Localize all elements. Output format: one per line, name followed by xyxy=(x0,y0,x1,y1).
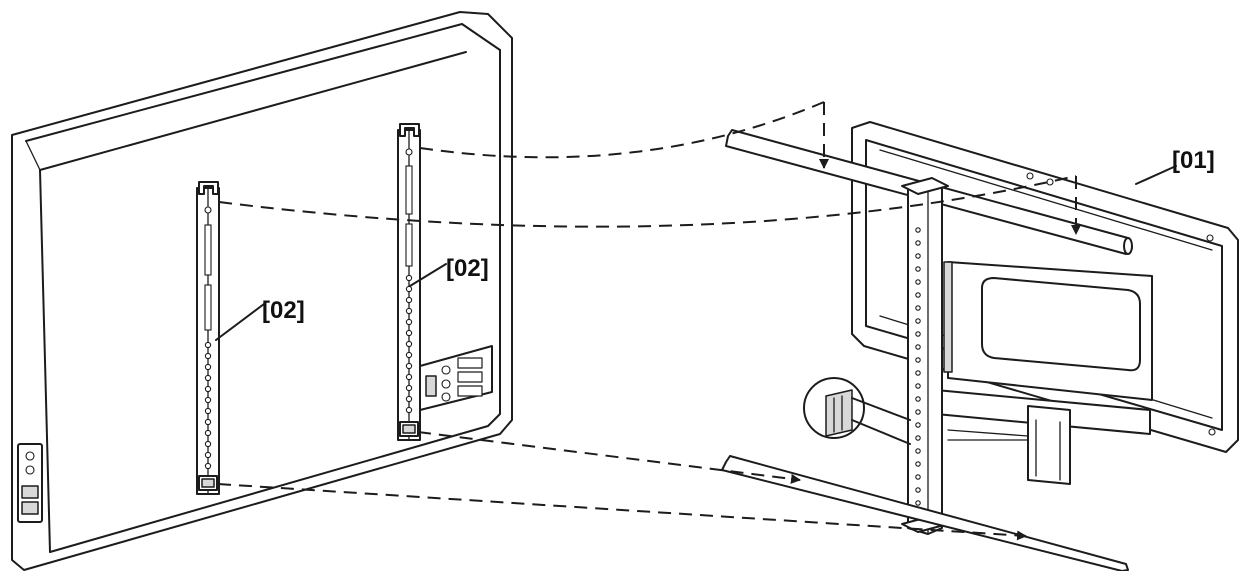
mounting-hole xyxy=(204,451,212,459)
left-bracket xyxy=(196,181,220,495)
tv-input-panel xyxy=(419,345,493,411)
callout-01: [01] xyxy=(1135,147,1215,185)
tv-back xyxy=(11,11,513,571)
mounting-hole xyxy=(915,474,921,480)
mounting-hole xyxy=(915,487,921,493)
guide-lines xyxy=(217,101,1081,541)
mounting-hole xyxy=(405,307,413,315)
mounting-hole xyxy=(204,374,212,382)
mounting-hole xyxy=(915,227,921,233)
mounting-hole xyxy=(915,305,921,311)
mounting-hole xyxy=(915,266,921,272)
right-bracket xyxy=(397,123,421,441)
mounting-hole xyxy=(405,296,413,304)
mounting-hole xyxy=(204,429,212,437)
swing-arm xyxy=(935,261,1153,485)
detail-bubble xyxy=(803,377,911,445)
mounting-hole xyxy=(405,373,413,381)
mounting-hole xyxy=(915,422,921,428)
tv-side-panel xyxy=(17,443,43,523)
mounting-hole xyxy=(915,279,921,285)
mounting-hole xyxy=(204,462,212,470)
mounting-hole xyxy=(405,395,413,403)
mounting-hole xyxy=(915,409,921,415)
mounting-hole xyxy=(915,500,921,506)
callout-02-left: [02] xyxy=(215,297,305,341)
mounting-hole xyxy=(405,406,413,414)
mounting-hole xyxy=(204,407,212,415)
mounting-hole xyxy=(915,318,921,324)
callout-label-01: [01] xyxy=(1172,147,1215,174)
callout-02-right: [02] xyxy=(409,255,489,287)
mounting-hole xyxy=(204,418,212,426)
mounting-hole xyxy=(405,274,413,282)
mounting-hole xyxy=(204,352,212,360)
mounting-hole xyxy=(405,351,413,359)
mounting-hole xyxy=(915,370,921,376)
mounting-hole xyxy=(405,362,413,370)
callout-label-02-right: [02] xyxy=(446,255,489,282)
mounting-hole xyxy=(915,396,921,402)
mounting-hole xyxy=(204,385,212,393)
mounting-hole xyxy=(915,435,921,441)
mounting-hole xyxy=(915,461,921,467)
callout-label-02-left: [02] xyxy=(262,297,305,324)
mounting-hole xyxy=(204,440,212,448)
mounting-hole xyxy=(405,285,413,293)
mounting-hole xyxy=(405,384,413,392)
mounting-hole xyxy=(204,396,212,404)
mounting-hole xyxy=(915,292,921,298)
mounting-hole xyxy=(915,383,921,389)
mounting-hole xyxy=(204,363,212,371)
mounting-hole xyxy=(405,329,413,337)
mounting-hole xyxy=(915,331,921,337)
mounting-hole xyxy=(915,357,921,363)
mounting-hole xyxy=(915,448,921,454)
mounting-hole xyxy=(405,340,413,348)
mounting-hole xyxy=(915,240,921,246)
mounting-hole xyxy=(204,341,212,349)
mounting-hole xyxy=(915,344,921,350)
mounting-hole xyxy=(915,253,921,259)
mounting-hole xyxy=(405,318,413,326)
